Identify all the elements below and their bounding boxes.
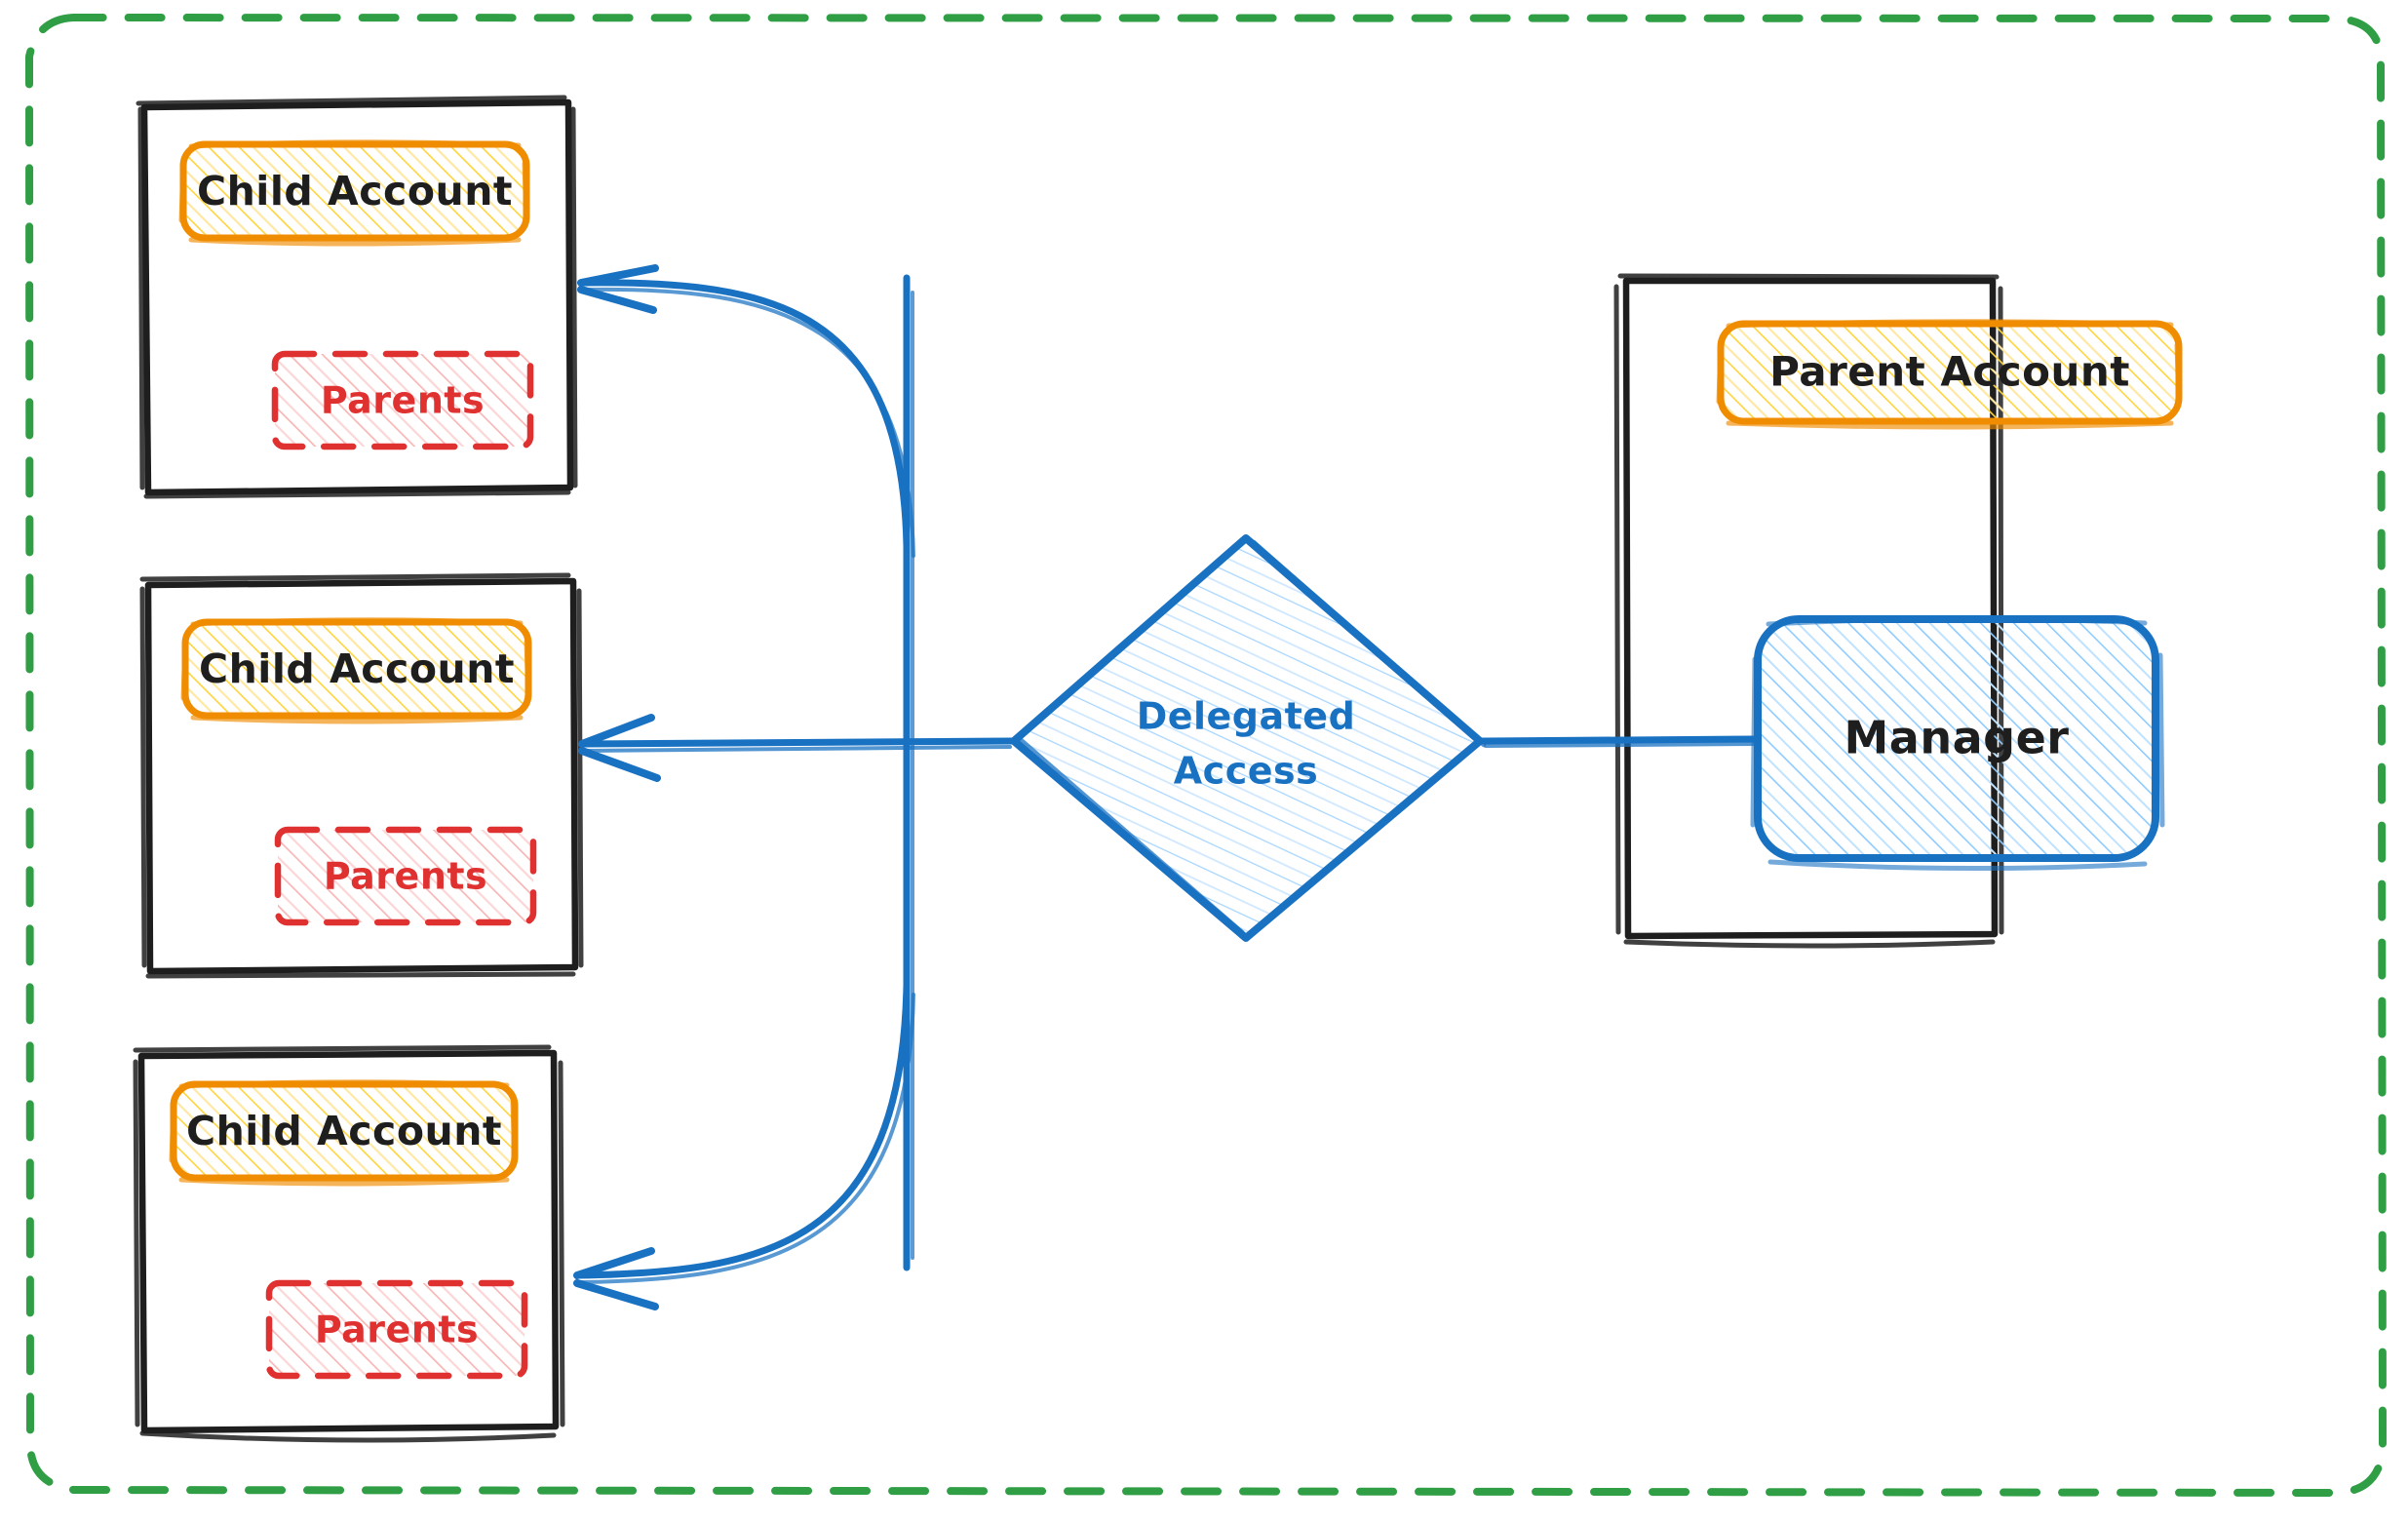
edge-trunk-vertical: [903, 274, 914, 1271]
gateway-label-line1: Delegated: [1137, 695, 1356, 738]
child-account-group-1[interactable]: Child Account Parents: [136, 95, 578, 499]
parents-label-3: Parents: [315, 1309, 479, 1351]
parents-box-2[interactable]: [274, 826, 537, 926]
arrowhead-child-2: [578, 714, 661, 782]
child-account-label-1: Child Account: [197, 168, 513, 215]
delegated-access-gateway[interactable]: Delegated Access: [1010, 534, 1487, 942]
arrowhead-child-1: [577, 264, 659, 314]
parents-label-2: Parents: [324, 855, 487, 898]
edge-gateway-to-child-2[interactable]: [578, 714, 1016, 782]
parents-box-1[interactable]: [271, 350, 534, 450]
edge-gateway-to-child-1[interactable]: [577, 264, 975, 741]
edge-manager-to-gateway[interactable]: [1478, 735, 1759, 748]
child-account-group-3[interactable]: Child Account Parents: [133, 1044, 565, 1443]
parents-box-3[interactable]: [265, 1279, 528, 1380]
parent-account-label: Parent Account: [1769, 348, 2130, 396]
child-account-label-3: Child Account: [186, 1108, 502, 1154]
parents-label-1: Parents: [321, 379, 485, 422]
edge-gateway-to-child-3[interactable]: [573, 981, 915, 1310]
gateway-label-line2: Access: [1174, 750, 1318, 793]
child-account-group-2[interactable]: Child Account Parents: [139, 572, 584, 979]
child-account-label-2: Child Account: [199, 645, 515, 692]
arrowhead-child-3: [573, 1247, 659, 1310]
outer-boundary: [24, 13, 2388, 1498]
parent-account-group[interactable]: Parent Account Manager: [1613, 273, 2183, 949]
manager-label: Manager: [1845, 712, 2070, 764]
